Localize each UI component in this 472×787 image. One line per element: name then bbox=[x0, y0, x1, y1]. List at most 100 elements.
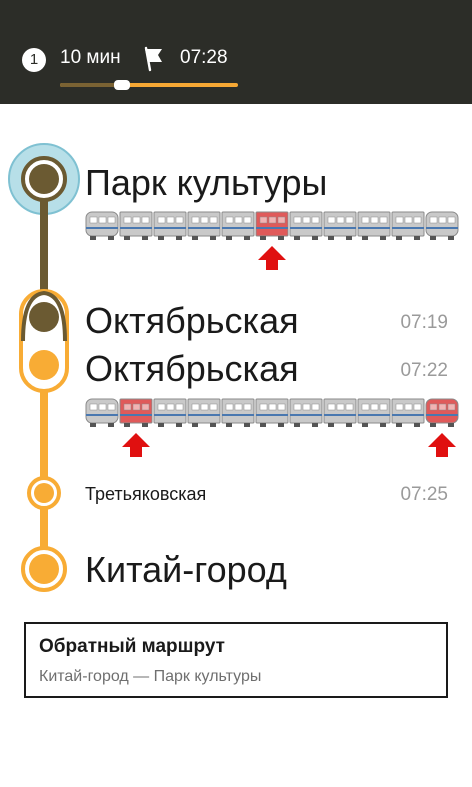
train-window bbox=[404, 403, 413, 411]
train-wheel bbox=[278, 236, 284, 240]
train-wheel bbox=[244, 423, 250, 427]
train-car bbox=[187, 398, 221, 424]
train-stripe bbox=[324, 227, 356, 229]
flag-icon bbox=[144, 46, 162, 72]
train-stripe bbox=[154, 227, 186, 229]
train-car bbox=[323, 398, 357, 424]
return-route-button[interactable]: Обратный маршрут Китай-город — Парк куль… bbox=[24, 622, 448, 698]
train-stripe bbox=[358, 414, 390, 416]
train-wheel bbox=[430, 236, 436, 240]
station-name-intermediate: Третьяковская bbox=[85, 484, 207, 504]
train-car bbox=[289, 398, 323, 424]
train-wheel bbox=[294, 236, 300, 240]
train-car bbox=[119, 398, 153, 424]
train-wheel bbox=[192, 423, 198, 427]
train-wheel bbox=[142, 423, 148, 427]
train-window bbox=[141, 216, 150, 224]
train-car bbox=[153, 398, 187, 424]
train-wheel bbox=[124, 236, 130, 240]
train-window bbox=[89, 216, 98, 224]
train-window bbox=[404, 216, 413, 224]
train-wheel bbox=[158, 236, 164, 240]
train-window bbox=[243, 216, 252, 224]
train-car bbox=[255, 398, 289, 424]
train-window bbox=[225, 403, 234, 411]
train-car bbox=[119, 211, 153, 237]
boarding-arrow-icon bbox=[122, 433, 150, 457]
station-marker-transfer-out bbox=[29, 302, 59, 332]
train-stripe bbox=[222, 227, 254, 229]
train-window bbox=[429, 216, 438, 224]
train-window bbox=[361, 216, 370, 224]
train-wheel bbox=[396, 236, 402, 240]
train-window bbox=[166, 216, 175, 224]
train-wheel bbox=[448, 236, 454, 240]
boarding-arrow-icon bbox=[258, 246, 286, 270]
train-stripe bbox=[256, 227, 288, 229]
train-window bbox=[268, 403, 277, 411]
train-wheel bbox=[278, 423, 284, 427]
train-window bbox=[302, 403, 311, 411]
train-window bbox=[447, 216, 456, 224]
progress-fill bbox=[60, 83, 123, 87]
train-wheel bbox=[158, 423, 164, 427]
station-time-transfer-out: 07:19 bbox=[400, 312, 448, 333]
train-car bbox=[391, 398, 425, 424]
train-window bbox=[107, 403, 116, 411]
train-wheel bbox=[260, 236, 266, 240]
train-window bbox=[370, 403, 379, 411]
train-stripe bbox=[426, 227, 458, 229]
station-name-start: Парк культуры bbox=[85, 162, 328, 203]
train-diagram-1 bbox=[85, 211, 459, 270]
train-wheel bbox=[430, 423, 436, 427]
train-window bbox=[157, 216, 166, 224]
train-window bbox=[413, 216, 422, 224]
train-window bbox=[175, 216, 184, 224]
train-window bbox=[132, 216, 141, 224]
train-car bbox=[323, 211, 357, 237]
train-window bbox=[336, 403, 345, 411]
train-window bbox=[277, 403, 286, 411]
train-stripe bbox=[290, 414, 322, 416]
train-window bbox=[413, 403, 422, 411]
train-window bbox=[243, 403, 252, 411]
train-window bbox=[225, 216, 234, 224]
train-stripe bbox=[358, 227, 390, 229]
station-marker-transfer-in bbox=[29, 350, 59, 380]
arrival-time: 07:28 bbox=[180, 47, 228, 68]
train-window bbox=[336, 216, 345, 224]
train-wheel bbox=[294, 423, 300, 427]
train-stripe bbox=[188, 414, 220, 416]
train-car bbox=[255, 211, 289, 237]
train-wheel bbox=[312, 423, 318, 427]
train-wheel bbox=[176, 423, 182, 427]
train-wheel bbox=[414, 236, 420, 240]
step-number-badge: 1 bbox=[22, 48, 46, 72]
train-window bbox=[209, 403, 218, 411]
trip-progress-bar bbox=[60, 80, 238, 90]
train-stripe bbox=[86, 227, 118, 229]
train-wheel bbox=[124, 423, 130, 427]
train-window bbox=[429, 403, 438, 411]
train-window bbox=[447, 403, 456, 411]
train-window bbox=[268, 216, 277, 224]
station-name-transfer-in: Октябрьская bbox=[85, 348, 299, 389]
route-line bbox=[8, 143, 459, 592]
train-car bbox=[85, 211, 119, 237]
train-wheel bbox=[192, 236, 198, 240]
train-diagram-2 bbox=[85, 398, 459, 457]
train-stripe bbox=[426, 414, 458, 416]
train-window bbox=[395, 403, 404, 411]
train-window bbox=[345, 403, 354, 411]
train-car bbox=[357, 211, 391, 237]
station-name-end: Китай-город bbox=[85, 549, 287, 590]
train-car bbox=[85, 398, 119, 424]
train-window bbox=[98, 216, 107, 224]
train-window bbox=[200, 403, 209, 411]
train-stripe bbox=[188, 227, 220, 229]
train-window bbox=[370, 216, 379, 224]
train-wheel bbox=[108, 423, 114, 427]
train-wheel bbox=[448, 423, 454, 427]
train-wheel bbox=[414, 423, 420, 427]
train-window bbox=[166, 403, 175, 411]
